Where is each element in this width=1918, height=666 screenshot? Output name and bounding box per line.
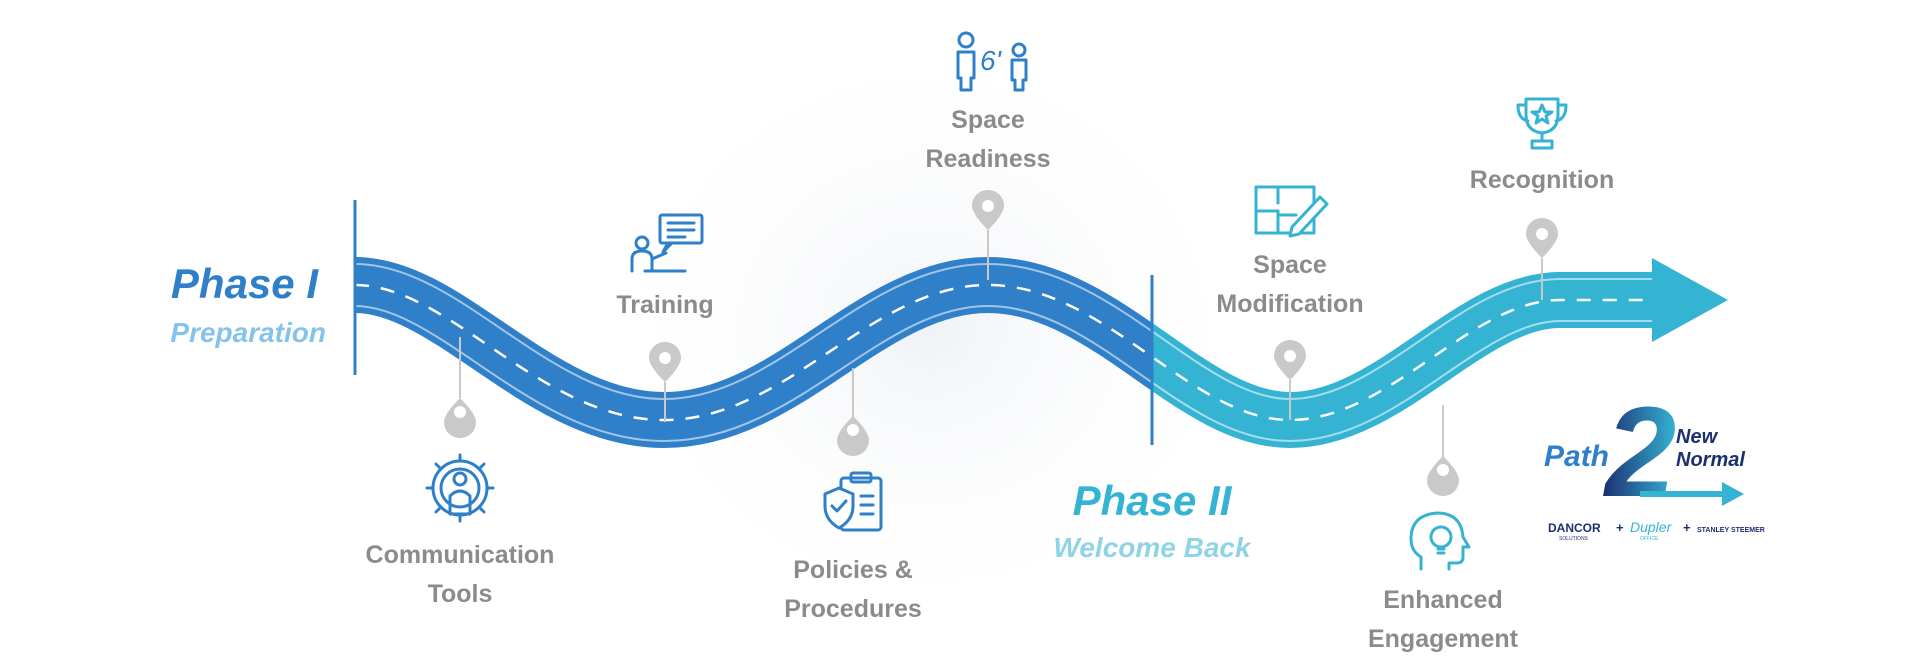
milestone-label-line2: Engagement	[1368, 625, 1519, 653]
pin-dot	[454, 406, 466, 418]
milestone-communication-tools: Communication Tools	[366, 337, 555, 608]
phase-2-label: Phase II Welcome Back	[1053, 477, 1252, 563]
logo-line2: Normal	[1676, 449, 1745, 471]
clipboard-shield-icon	[823, 471, 883, 532]
milestone-label-line1: Recognition	[1470, 166, 1614, 194]
floorplan-pencil-icon	[1254, 185, 1329, 238]
partner-dupler: Dupler	[1630, 519, 1673, 535]
milestone-label-line1: Policies &	[793, 556, 913, 584]
partner-separator: +	[1616, 520, 1624, 535]
social-distance-icon: 6'	[956, 31, 1028, 92]
partner-dancor-sub: SOLUTIONS	[1559, 536, 1589, 542]
pin-dot	[847, 424, 859, 436]
milestone-recognition: Recognition	[1470, 97, 1614, 300]
road	[353, 200, 1728, 449]
phase-2-subtitle: Welcome Back	[1053, 532, 1252, 563]
road-lane-dark	[353, 264, 1152, 441]
partner-separator: +	[1683, 520, 1691, 535]
partner-stanley-steemer: STANLEY STEEMER	[1697, 527, 1765, 534]
road-phase-2	[1152, 272, 1660, 449]
logo-path-text: Path	[1544, 440, 1609, 473]
pin-dot	[1437, 464, 1449, 476]
background-halo	[600, 30, 1260, 630]
milestone-label-line1: Space	[951, 106, 1025, 134]
path2-logo: Path 2 New Normal DANCOR SOLUTIONS + Dup…	[1544, 381, 1765, 542]
pin-dot	[1536, 228, 1548, 240]
road-lane-light	[1152, 280, 1660, 441]
partner-dancor: DANCOR	[1548, 521, 1601, 535]
milestone-policies-procedures: Policies & Procedures	[784, 368, 922, 623]
milestone-label-line1: Enhanced	[1383, 586, 1502, 614]
milestone-space-modification: Space Modification	[1216, 185, 1364, 420]
phase-1-subtitle: Preparation	[170, 317, 326, 348]
milestone-label-line1: Training	[616, 291, 713, 319]
road-phase-1	[353, 256, 1152, 449]
logo-number: 2	[1603, 381, 1676, 524]
milestone-training: Training	[616, 213, 714, 422]
partner-dupler-sub: OFFICE	[1640, 536, 1659, 542]
logo-line1: New	[1676, 426, 1719, 448]
pin-dot	[1284, 350, 1296, 362]
distance-label: 6'	[980, 45, 1003, 76]
head-lightbulb-icon	[1409, 511, 1471, 571]
road-arrow-head	[1652, 258, 1728, 342]
trophy-icon	[1516, 97, 1568, 150]
milestone-label-line1: Communication	[366, 541, 555, 569]
milestone-enhanced-engagement: Enhanced Engagement	[1368, 405, 1519, 653]
phase-1-label: Phase I Preparation	[170, 260, 326, 348]
milestone-label-line2: Readiness	[925, 145, 1050, 173]
milestone-label-line2: Procedures	[784, 595, 922, 623]
presentation-icon	[630, 213, 704, 273]
logo-arrow-head	[1722, 482, 1744, 506]
phase-1-title: Phase I	[171, 260, 319, 307]
milestone-label-line2: Modification	[1216, 290, 1363, 318]
milestone-space-readiness: 6' Space Readiness	[925, 31, 1051, 280]
pin-dot	[659, 352, 671, 364]
gear-person-icon	[425, 453, 495, 523]
phase-2-title: Phase II	[1073, 477, 1233, 524]
milestone-label-line2: Tools	[428, 580, 493, 608]
pin-dot	[982, 200, 994, 212]
milestone-label-line1: Space	[1253, 251, 1327, 279]
